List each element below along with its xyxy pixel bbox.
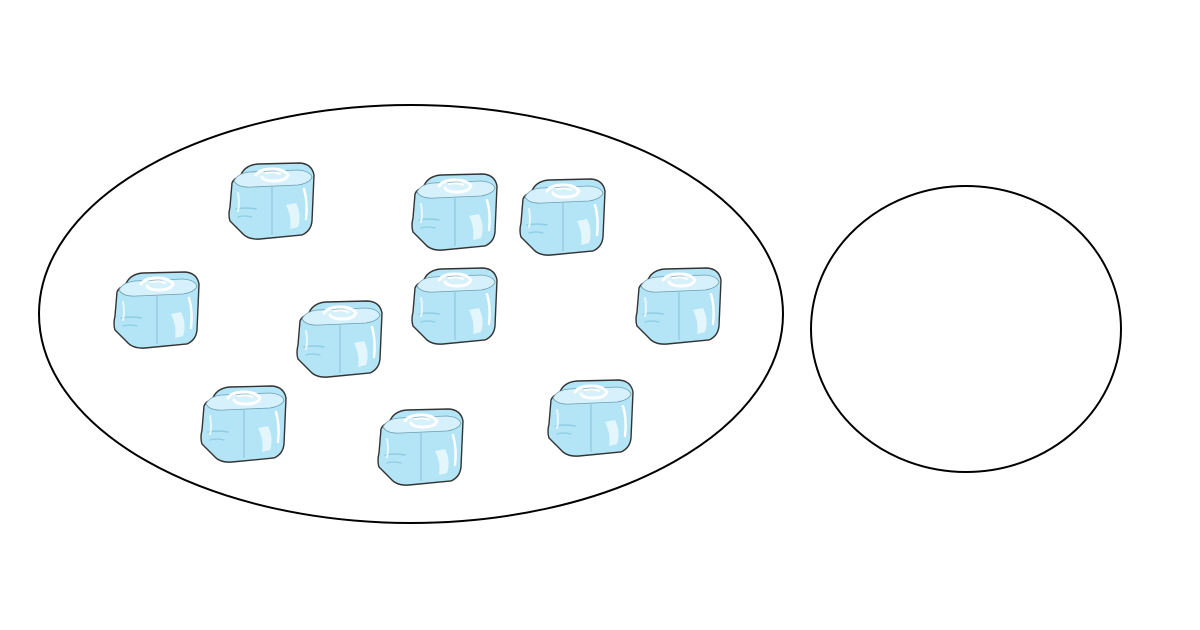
ice-cube-icon — [199, 384, 288, 464]
ice-cube-icon — [295, 299, 384, 379]
ice-cube-icon — [376, 407, 465, 487]
ice-cube-icon — [634, 266, 723, 346]
ice-cube-icon — [518, 177, 607, 257]
ice-cube-icon — [227, 161, 316, 241]
ice-cube-icon — [410, 266, 499, 346]
small-circle-group — [810, 185, 1122, 473]
large-oval-group — [38, 104, 784, 524]
ice-cube-items — [112, 161, 723, 487]
ice-cube-icon — [410, 172, 499, 252]
ice-cube-icon — [546, 378, 635, 458]
ice-cube-icon — [112, 270, 201, 350]
